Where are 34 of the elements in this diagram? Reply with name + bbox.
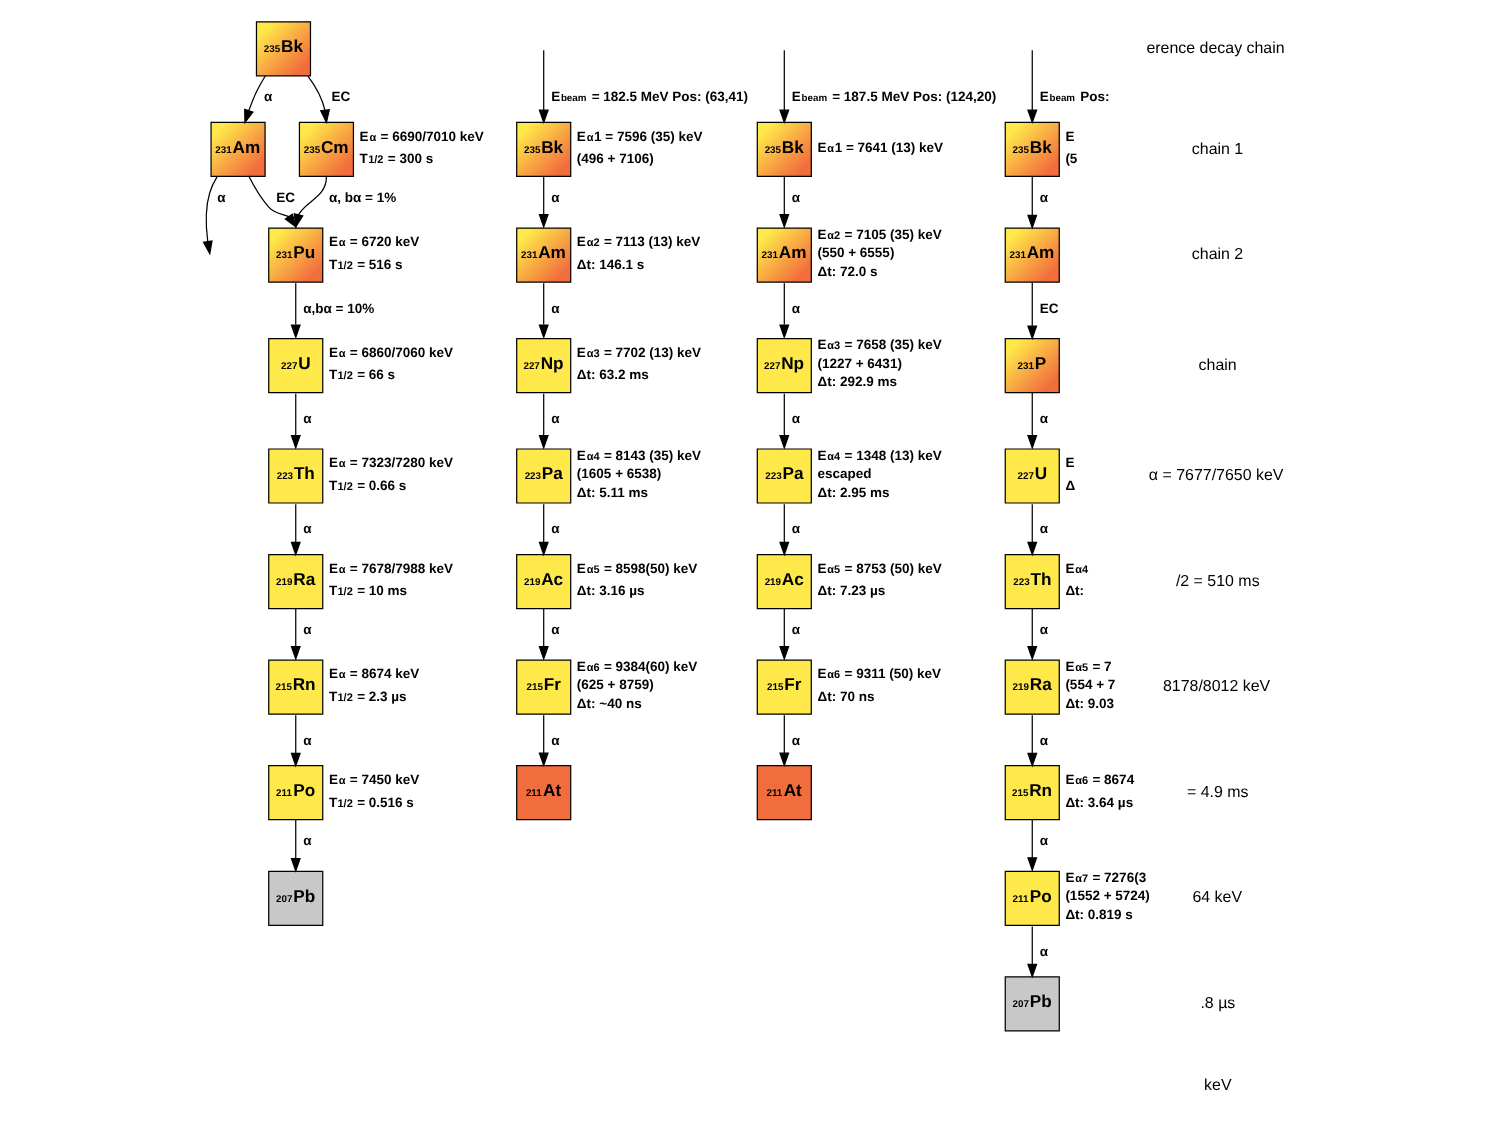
arrow bbox=[244, 75, 266, 125]
arrow bbox=[1027, 503, 1038, 557]
arrow bbox=[779, 503, 790, 557]
arrow bbox=[538, 393, 549, 450]
arrow bbox=[290, 607, 301, 661]
arrow bbox=[1027, 49, 1038, 125]
arrow bbox=[1027, 714, 1038, 768]
arrow bbox=[779, 175, 790, 229]
arrow bbox=[779, 282, 790, 340]
arrow bbox=[538, 175, 549, 229]
arrow bbox=[1027, 392, 1038, 450]
arrow bbox=[538, 49, 549, 125]
arrow bbox=[202, 176, 218, 256]
arrow bbox=[290, 503, 301, 557]
arrow bbox=[1027, 281, 1038, 341]
arrow bbox=[307, 75, 331, 125]
arrow bbox=[779, 49, 790, 125]
arrow bbox=[1027, 175, 1038, 230]
arrow bbox=[290, 714, 301, 768]
arrow bbox=[538, 282, 549, 340]
arrow bbox=[779, 393, 790, 450]
arrow bbox=[1027, 607, 1038, 661]
arrow bbox=[293, 175, 328, 229]
arrow bbox=[538, 714, 549, 768]
arrow bbox=[290, 393, 301, 450]
arrow bbox=[248, 176, 297, 229]
arrow bbox=[290, 282, 301, 340]
arrow bbox=[290, 819, 301, 873]
arrow bbox=[779, 607, 790, 661]
arrow bbox=[1027, 925, 1038, 979]
arrow bbox=[779, 714, 790, 768]
arrow bbox=[538, 607, 549, 661]
arrow bbox=[538, 503, 549, 557]
arrow bbox=[1027, 819, 1038, 872]
